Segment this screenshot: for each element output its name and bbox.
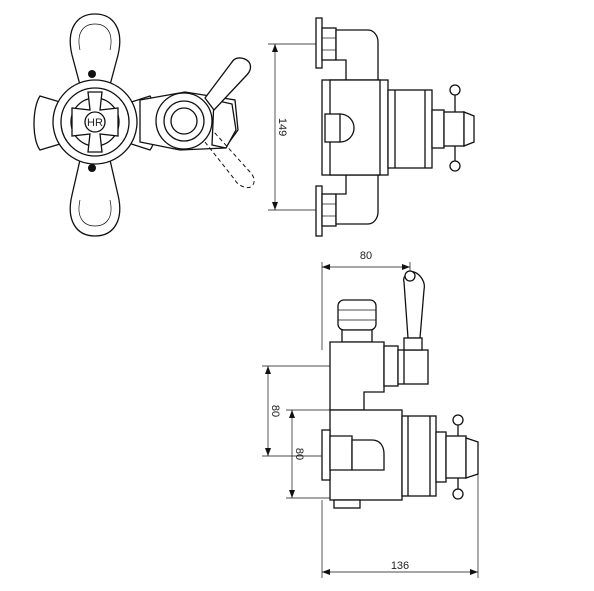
valve-bottom-foot [333,499,361,509]
mount-dot-top [88,70,96,78]
valve-handle-knob-top [452,414,464,426]
valve-spindle [435,431,447,483]
dimension-149: 149 [276,118,288,136]
side-handle-hub [443,111,465,147]
dimension-136: 136 [391,560,409,572]
hub-cap [84,111,106,133]
cross-arm-bottom [69,159,121,237]
front-view: HR [33,13,255,237]
side-handle-knob-bottom [449,160,461,172]
diverter-housing [329,341,385,411]
hub-marking: HR [87,117,103,129]
valve-handle-knob-bottom [452,488,464,500]
valve-wall-plate [321,429,331,481]
diverter-lever-handle [403,270,426,339]
dimension-80-left-outer: 80 [269,405,281,417]
dimension-80-top: 80 [360,250,372,262]
wall-plate-top [315,17,323,69]
lever-alternate-position [204,131,255,189]
mount-dot-bottom [88,164,96,172]
valve-cartridge [401,415,437,497]
diverter-spindle [397,349,429,385]
cross-arm-top [69,13,121,86]
valve-outlet [329,435,353,471]
top-union-nut [337,299,377,331]
diverter-lever [204,57,252,112]
wall-plate-bottom [315,185,323,237]
lever-tip [404,270,416,282]
side-handle-knob-top [449,84,461,96]
bottom-nut [321,193,337,227]
top-nut [321,27,337,61]
side-view: 149 [268,17,475,237]
top-elbow [335,29,379,86]
diverter-nut [211,99,237,149]
diverter-collar [383,345,399,387]
side-spindle [431,109,445,149]
valve-handle-hub [445,435,467,479]
dimension-80-left-inner: 80 [293,448,305,460]
bottom-view: 80 80 80 136 [262,250,479,578]
bottom-elbow [335,169,379,225]
